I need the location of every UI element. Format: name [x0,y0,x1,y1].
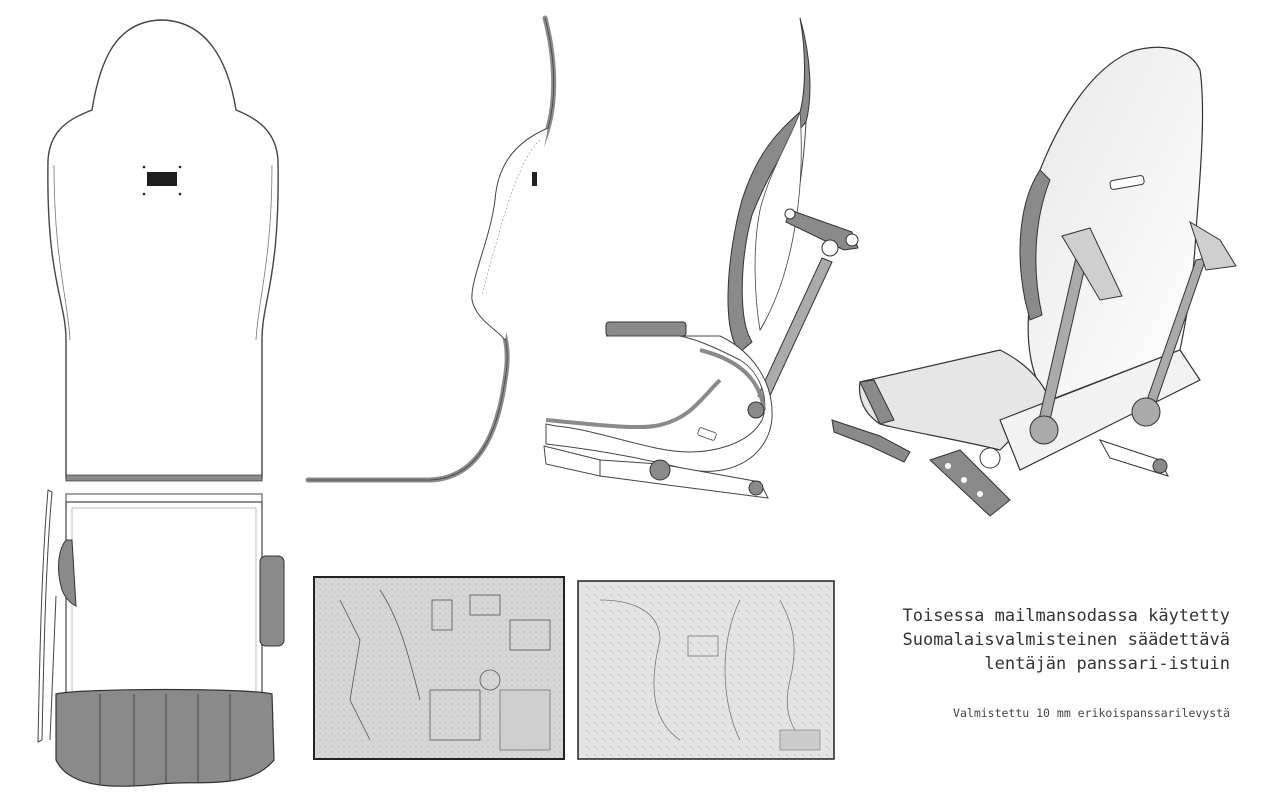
side-profile-drawing [305,15,557,483]
caption-title: Toisessa mailmansodassa käytetty Suomala… [810,604,1230,676]
side-mechanism-drawing [543,17,859,499]
front-view-drawing [47,19,279,482]
slot-icon [147,172,177,186]
top-view-drawing [37,489,285,787]
caption-line-3: lentäjän panssari-istuin [984,654,1230,674]
caption-line-2: Suomalaisvalmisteinen säädettävä [902,630,1230,650]
caption-line-1: Toisessa mailmansodassa käytetty [902,606,1230,626]
blueprint-scan-2 [577,580,835,760]
blueprint-scan-1 [313,576,565,760]
caption-subtitle: Valmistettu 10 mm erikoispanssarilevystä [953,706,1230,720]
perspective-3d-drawing [831,46,1237,517]
